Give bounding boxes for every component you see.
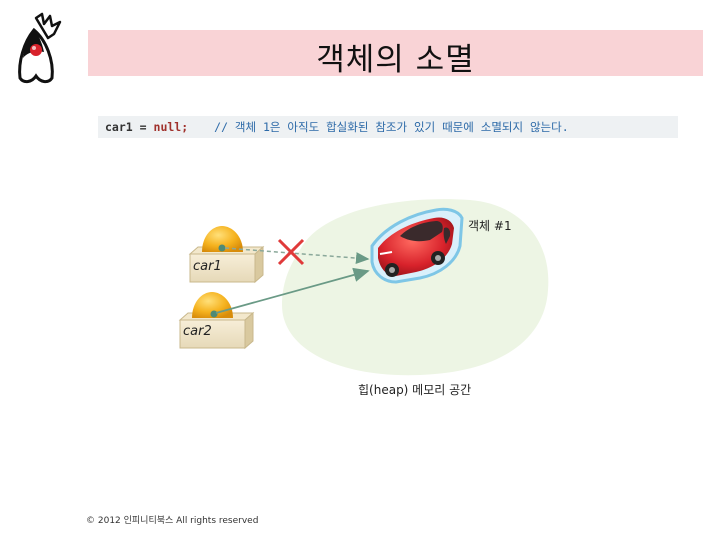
object-label: 객체 #1 <box>468 217 512 234</box>
car2-reference <box>180 292 253 348</box>
footer-copyright: © 2012 인피니티북스 All rights reserved <box>86 513 258 526</box>
heap-label: 힙(heap) 메모리 공간 <box>358 381 471 398</box>
car2-label: car2 <box>183 324 212 339</box>
car1-label: car1 <box>193 259 222 274</box>
